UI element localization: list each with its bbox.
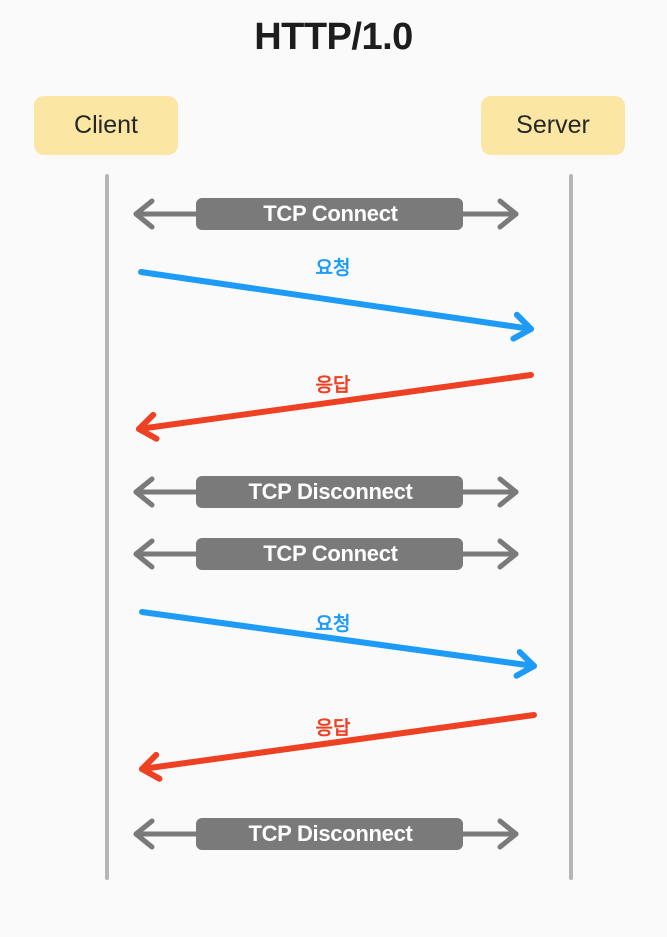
request-1-line: [138, 269, 534, 332]
tcp-connect-1-badge: [196, 198, 463, 230]
response-2-label: 응답: [315, 717, 351, 739]
request-1-arrow: [138, 269, 534, 342]
response-1-label: 응답: [315, 374, 351, 396]
right-arrowhead-icon: [497, 476, 519, 508]
client-actor-label: Client: [74, 111, 138, 139]
response-1-arrow: [136, 372, 534, 442]
right-arrowhead-icon: [497, 538, 519, 570]
right-arrowhead-icon: [513, 649, 537, 679]
response-2-line: [139, 712, 537, 772]
response-1-line: [136, 372, 534, 432]
request-2-line: [139, 609, 537, 669]
right-arrowhead-icon: [510, 311, 534, 342]
left-arrowhead-icon: [133, 198, 155, 230]
tcp-disconnect-2-badge: [196, 818, 463, 850]
tcp-connect-2-arrow: [133, 538, 519, 570]
left-arrowhead-icon: [136, 411, 160, 442]
tcp-disconnect-1-label: TCP Disconnect: [248, 479, 413, 504]
tcp-connect-2-badge: [196, 538, 463, 570]
tcp-disconnect-2-label: TCP Disconnect: [248, 821, 413, 846]
server-actor-box: Server: [481, 96, 625, 155]
request-1-label: 요청: [315, 257, 351, 279]
tcp-connect-2-label: TCP Connect: [263, 541, 398, 566]
left-arrowhead-icon: [133, 818, 155, 850]
left-arrowhead-icon: [133, 476, 155, 508]
client-actor-box: Client: [34, 96, 178, 155]
tcp-connect-1-label: TCP Connect: [263, 201, 398, 226]
response-2-arrow: [139, 712, 537, 782]
request-2-label: 요청: [315, 613, 351, 635]
diagram-title: HTTP/1.0: [254, 16, 413, 58]
tcp-disconnect-1-badge: [196, 476, 463, 508]
tcp-disconnect-1-arrow: [133, 476, 519, 508]
request-2-arrow: [139, 609, 537, 679]
left-arrowhead-icon: [139, 751, 163, 782]
tcp-disconnect-2-arrow: [133, 818, 519, 850]
right-arrowhead-icon: [497, 818, 519, 850]
right-arrowhead-icon: [497, 198, 519, 230]
server-actor-label: Server: [516, 111, 590, 139]
tcp-connect-1-arrow: [133, 198, 519, 230]
left-arrowhead-icon: [133, 538, 155, 570]
